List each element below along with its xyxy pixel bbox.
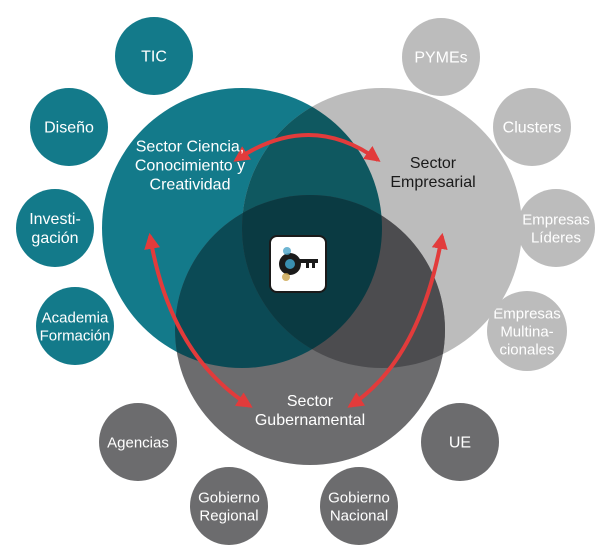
satellite-label-ue-line-1: UE [449,435,471,452]
satellite-circle-ue [421,403,499,481]
satellite-label-academia-line-2: Formación [40,327,111,344]
satellite-label-gobierno-regional-line-1: Gobierno [198,489,260,506]
arrow-ciencia-empresarial [233,133,381,162]
satellite-circle-tic [115,17,193,95]
satellite-label-tic-line-1: TIC [141,49,167,66]
satellite-circle-empresas-multinacionales [487,291,567,371]
satellite-diseno: Diseño [30,88,108,166]
satellite-circle-gobierno-nacional [320,467,398,545]
satellite-label-agencias-line-1: Agencias [107,434,169,451]
main-label-business-line-1: Sector [410,155,457,172]
satellite-circle-investigacion [16,189,94,267]
satellite-clusters: Clusters [493,88,571,166]
satellite-label-empresas-lideres-line-2: Líderes [531,229,581,246]
main-label-science-line-3: Creatividad [150,177,231,194]
satellite-label-investigacion-line-2: gación [31,230,78,247]
satellite-label-empresas-lideres-line-1: Empresas [522,211,590,228]
arrow-empresarial-gubernamental [347,232,448,408]
satellite-agencias: Agencias [99,403,177,481]
satellite-circle-clusters [493,88,571,166]
satellite-label-academia-line-1: Academia [42,309,109,326]
main-labels: Sector Ciencia, Conocimiento y Creatividad… [135,139,476,430]
satellite-label-pymes-line-1: PYMEs [414,50,467,67]
satellite-group: TIC DiseñoInvesti-gaciónAcademiaFormación… [16,17,595,545]
satellite-pymes: PYMEs [402,18,480,96]
satellite-label-clusters-line-1: Clusters [503,120,562,137]
key-icon [269,235,327,293]
satellite-circle-pymes [402,18,480,96]
satellite-label-gobierno-nacional-line-1: Gobierno [328,489,390,506]
satellite-label-empresas-multinacionales-line-2: Multina- [500,323,553,340]
satellite-tic: TIC [115,17,193,95]
satellite-investigacion: Investi-gación [16,189,94,267]
main-label-government-line-2: Gubernamental [255,412,365,429]
satellite-circle-academia [36,287,114,365]
satellite-label-investigacion-line-1: Investi- [29,211,81,228]
satellite-circle-gobierno-regional [190,467,268,545]
main-label-business-line-2: Empresarial [390,174,475,191]
main-label-government-line-1: Sector [287,393,334,410]
satellite-ue: UE [421,403,499,481]
satellite-label-empresas-multinacionales-line-1: Empresas [493,305,561,322]
satellite-label-diseno-line-1: Diseño [44,120,94,137]
satellite-circle-empresas-lideres [517,189,595,267]
main-label-science-line-1: Sector Ciencia, [136,139,245,156]
satellite-label-gobierno-nacional-line-2: Nacional [330,507,388,524]
main-label-science-line-2: Conocimiento y [135,158,245,175]
satellite-label-gobierno-regional-line-2: Regional [199,507,258,524]
satellite-circle-agencias [99,403,177,481]
main-label-science: Sector Ciencia, Conocimiento y Creatividad [135,139,245,194]
satellite-label-empresas-multinacionales-line-3: cionales [499,341,554,358]
satellite-circle-diseno [30,88,108,166]
arrows-group [144,133,448,408]
arrow-ciencia-gubernamental [144,232,253,408]
